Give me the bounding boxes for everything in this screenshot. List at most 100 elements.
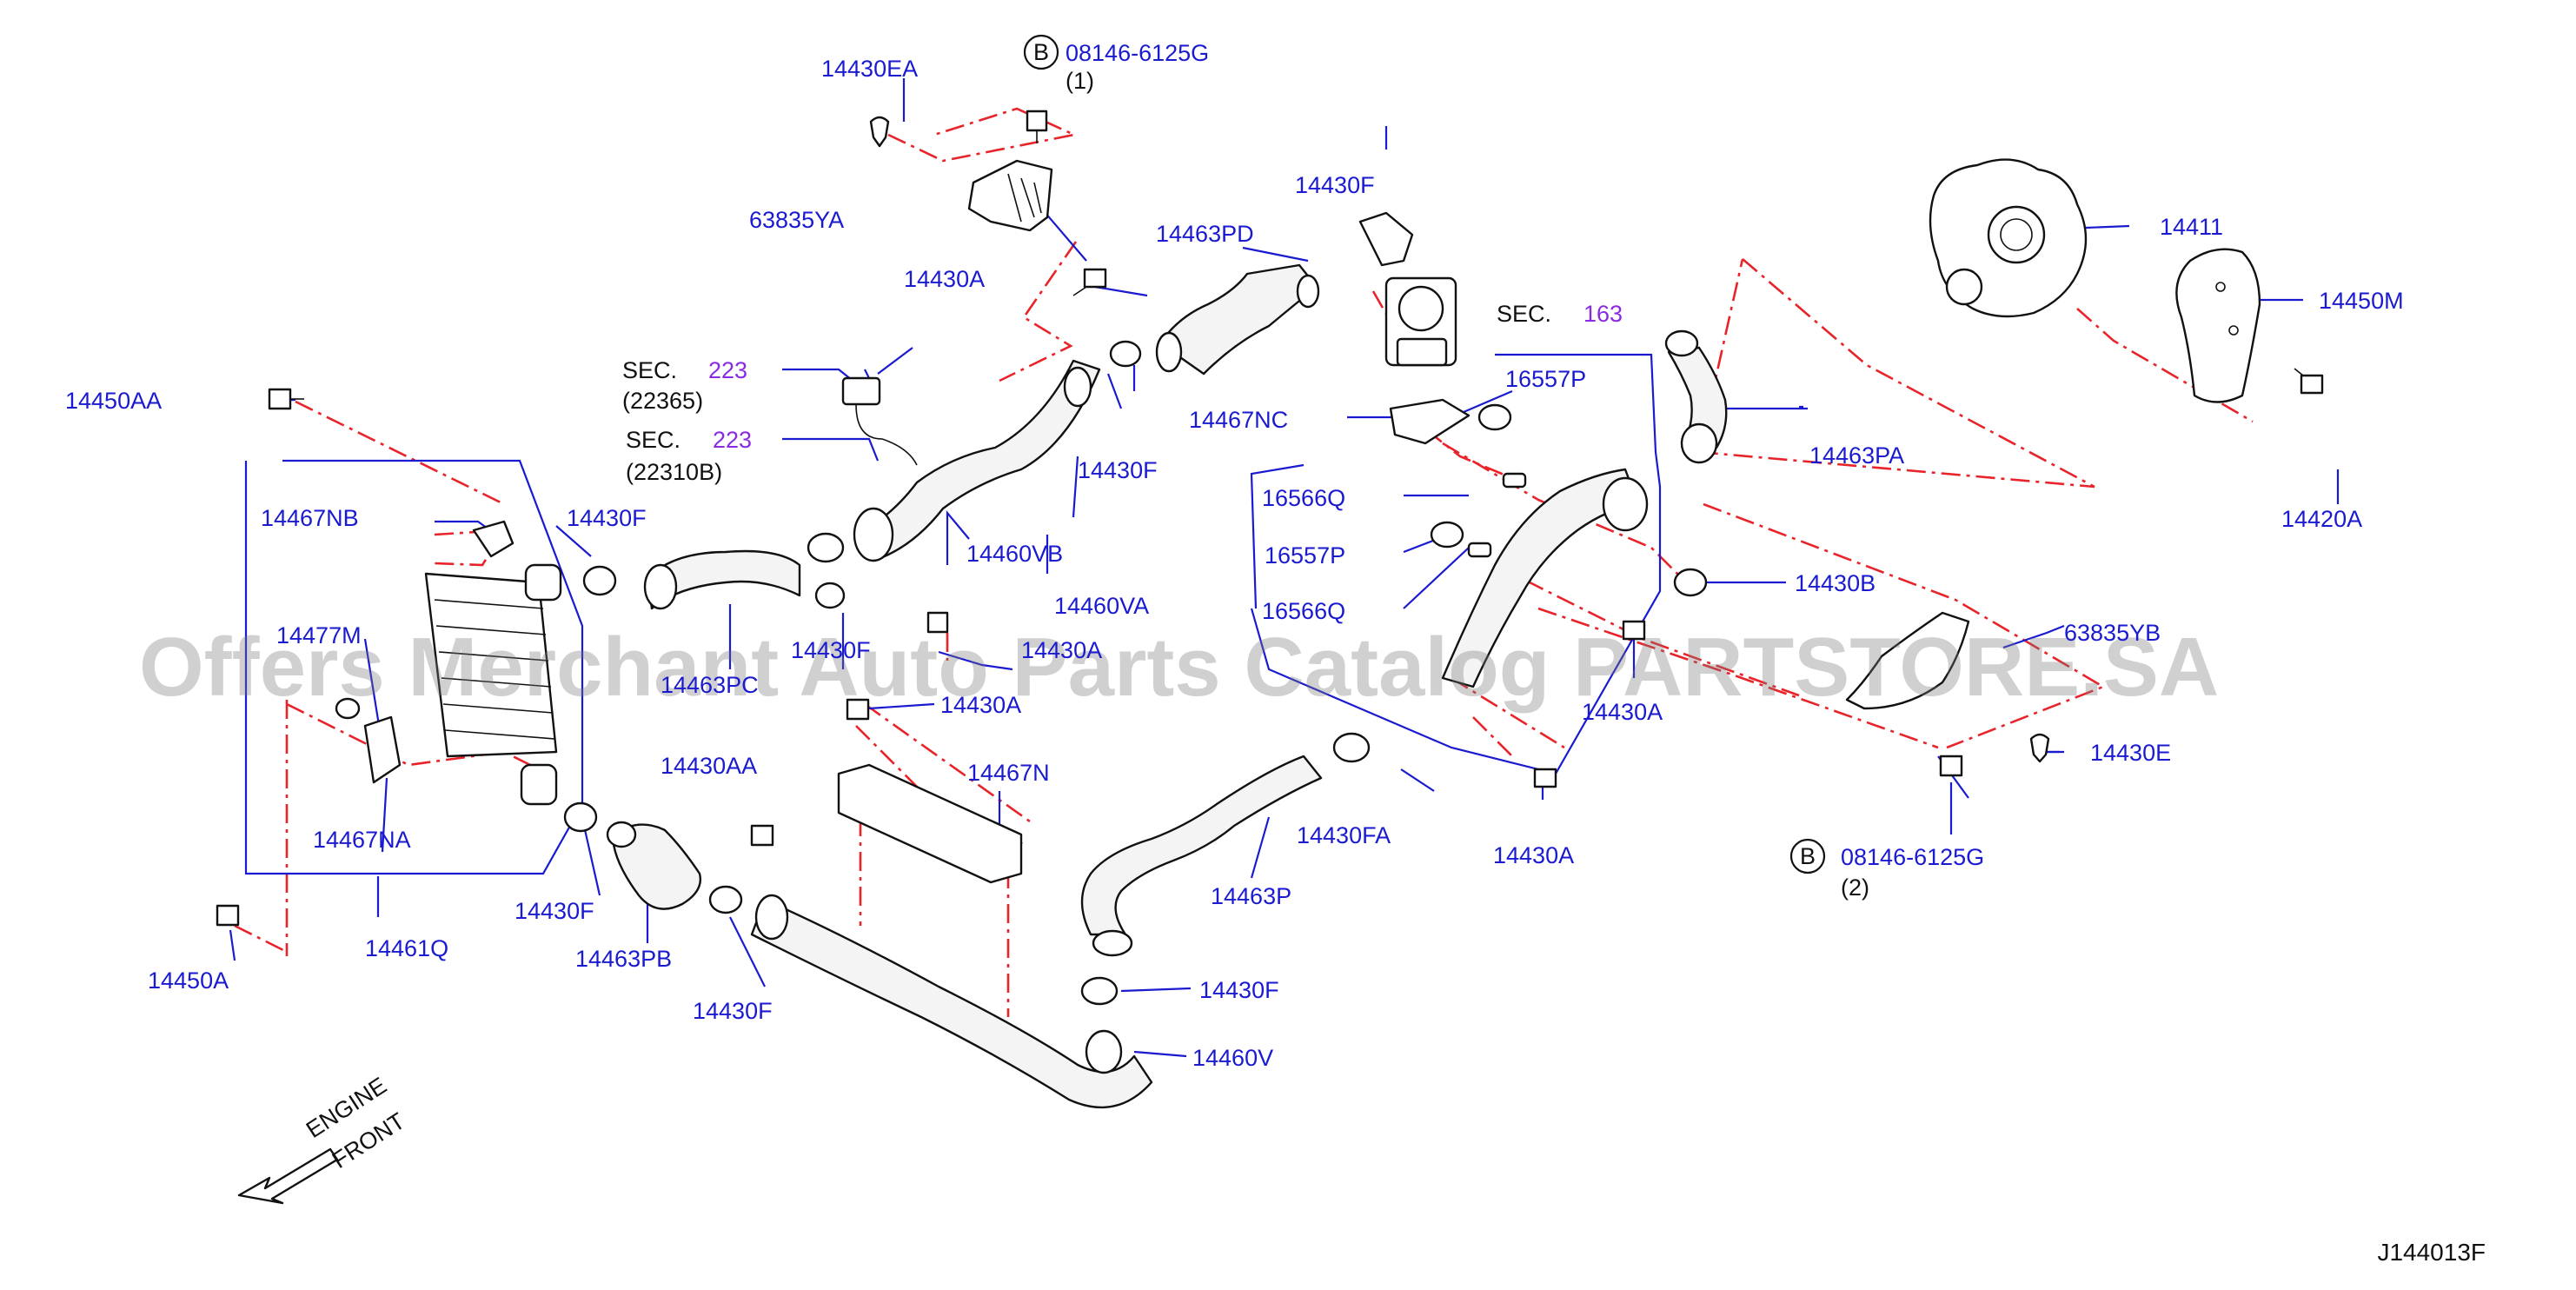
- svg-text:B: B: [1033, 39, 1049, 65]
- bolt-14420A: [2294, 368, 2324, 395]
- label-14430EA: 14430EA: [821, 56, 918, 82]
- bolt-08146-bot: [1939, 755, 1963, 777]
- sensor-22365: [841, 376, 918, 466]
- label-14450AA: 14450AA: [65, 388, 162, 414]
- clamp-14430F-bot: [1080, 976, 1119, 1006]
- clip-14430EA: [869, 116, 890, 148]
- label-14430AA: 14430AA: [661, 753, 757, 779]
- heat-shield-14450M: [2175, 248, 2261, 403]
- label-14430F-bot: 14430F: [1199, 977, 1279, 1003]
- bracket-14467N: [837, 763, 1023, 884]
- throttle-body-163: [1384, 276, 1457, 367]
- nut-14430B: [1673, 568, 1708, 597]
- bushing-16566Q-a: [1502, 472, 1527, 489]
- pipe-14460VB: [853, 359, 1101, 562]
- section-22365-prefix: SEC.: [622, 357, 677, 383]
- label-14460V: 14460V: [1192, 1045, 1273, 1071]
- bracket-63835YB: [1845, 611, 1970, 710]
- label-14430A-d: 14430A: [1493, 842, 1574, 868]
- label-14430A-c: 14430A: [1021, 637, 1102, 663]
- bracket-14467NC: [1389, 398, 1471, 445]
- svg-text:B: B: [1800, 843, 1816, 869]
- label-14460VA: 14460VA: [1054, 593, 1149, 619]
- label-14411: 14411: [2160, 214, 2223, 240]
- grommet-14477M: [335, 697, 361, 720]
- section-163-prefix: SEC.: [1497, 301, 1551, 327]
- clip-14430F-top-right: [1358, 211, 1414, 267]
- label-14463PB: 14463PB: [575, 946, 672, 972]
- label-14463PC: 14463PC: [661, 672, 759, 698]
- bolt-14450AA: [268, 388, 304, 410]
- bolt-ref-bottom-part: 08146-6125G: [1841, 844, 1984, 870]
- pipe-14460V: [750, 894, 1153, 1109]
- label-14430F-b: 14430F: [693, 998, 773, 1024]
- turbocharger-14411: [1929, 158, 2088, 318]
- label-14420A: 14420A: [2281, 506, 2362, 532]
- hose-14463PB: [606, 821, 701, 910]
- clamp-14430F-top: [1109, 340, 1142, 368]
- part-labels: 08146-6125G (1) 14430EA 63835YA 14430A 1…: [65, 40, 2486, 1266]
- clamp-14430F-b: [708, 885, 743, 914]
- label-16566Q-b: 16566Q: [1262, 598, 1345, 624]
- label-14467NA: 14467NA: [313, 827, 411, 853]
- bracket-14467NA: [363, 715, 402, 784]
- label-14467NB: 14467NB: [261, 505, 359, 531]
- label-16566Q-a: 16566Q: [1262, 485, 1345, 511]
- section-22365-sub: (22365): [622, 388, 703, 414]
- label-14430F-c: 14430F: [791, 637, 871, 663]
- section-22365-number: 223: [708, 357, 747, 383]
- hose-14463PA: [1664, 329, 1728, 464]
- pipe-14460VA: [1441, 468, 1649, 688]
- top-bracket-63835YA: [967, 159, 1053, 232]
- label-14430F-left: 14430F: [567, 505, 647, 531]
- bolt-14430A-b: [846, 698, 870, 721]
- label-14430FA: 14430FA: [1297, 822, 1391, 848]
- bolt-ref-marker-top: B: [1023, 34, 1059, 70]
- bolt-14430AA: [750, 824, 774, 847]
- label-14463P: 14463P: [1211, 883, 1291, 909]
- bolt-14450A: [216, 904, 240, 927]
- bolt-ref-bottom-qty: (2): [1841, 874, 1869, 901]
- label-63835YA: 63835YA: [749, 207, 844, 233]
- grommet-16557P-a: [1477, 403, 1512, 431]
- watermark: Offers Merchant Auto Parts Catalog PARTS…: [139, 621, 2219, 714]
- clamp-14430F-c: [814, 582, 846, 609]
- bolt-14430A-d: [1533, 768, 1557, 788]
- label-16557P-b: 16557P: [1265, 542, 1345, 569]
- clamp-14430FA: [1332, 732, 1371, 763]
- label-14450A: 14450A: [148, 968, 229, 994]
- bolt-14430A-r: [1622, 620, 1646, 641]
- label-14430A-r: 14430A: [1582, 699, 1663, 725]
- label-14430A-b: 14430A: [940, 692, 1021, 718]
- intercooler-14461Q: [424, 563, 562, 806]
- label-14450M: 14450M: [2319, 288, 2404, 314]
- label-14461Q: 14461Q: [365, 935, 448, 961]
- hose-14463PC: [643, 549, 801, 610]
- label-63835YB: 63835YB: [2064, 620, 2161, 646]
- label-16557P-a: 16557P: [1505, 366, 1586, 392]
- clip-14430E: [2029, 733, 2050, 763]
- section-22310B-number: 223: [713, 427, 752, 453]
- engine-front-arrow-icon: [237, 1147, 339, 1205]
- label-14430F-mid: 14430F: [1078, 457, 1158, 483]
- label-14430A-top: 14430A: [904, 266, 985, 292]
- label-14430F-top-right: 14430F: [1295, 172, 1375, 198]
- label-14463PA: 14463PA: [1809, 442, 1904, 469]
- grommet-16557P-b: [1430, 521, 1464, 549]
- label-14463PD: 14463PD: [1156, 221, 1254, 247]
- section-22310B-prefix: SEC.: [626, 427, 681, 453]
- label-14467NC: 14467NC: [1189, 407, 1288, 433]
- label-14460VB: 14460VB: [966, 541, 1063, 567]
- hose-14463PD: [1155, 263, 1320, 376]
- clamp-14430F-mid: [807, 532, 845, 563]
- section-22310B-sub: (22310B): [626, 459, 722, 485]
- label-14430B: 14430B: [1795, 570, 1876, 596]
- label-14477M: 14477M: [276, 622, 362, 648]
- diagram-code: J144013F: [2377, 1239, 2486, 1266]
- hose-14463P: [1080, 755, 1323, 957]
- bushing-16566Q-b: [1467, 542, 1492, 558]
- clamp-14430F-left: [582, 565, 617, 596]
- clamp-14430F-l2: [563, 801, 598, 833]
- label-14430F-l2: 14430F: [515, 898, 594, 924]
